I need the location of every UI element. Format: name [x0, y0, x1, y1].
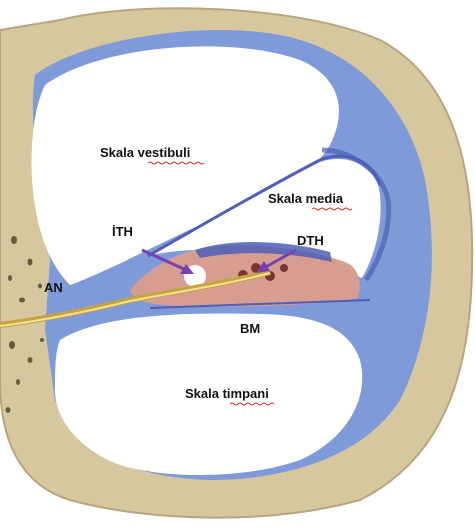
label-scala-tympani: Skala timpani — [185, 386, 269, 401]
label-scala-media: Skala media — [268, 191, 344, 206]
label-an: AN — [44, 280, 63, 295]
hair-cell-dot — [280, 264, 288, 272]
label-scala-vestibuli: Skala vestibuli — [100, 145, 190, 160]
label-ith: İTH — [112, 224, 133, 239]
label-dth: DTH — [297, 233, 324, 248]
label-bm: BM — [240, 321, 260, 336]
